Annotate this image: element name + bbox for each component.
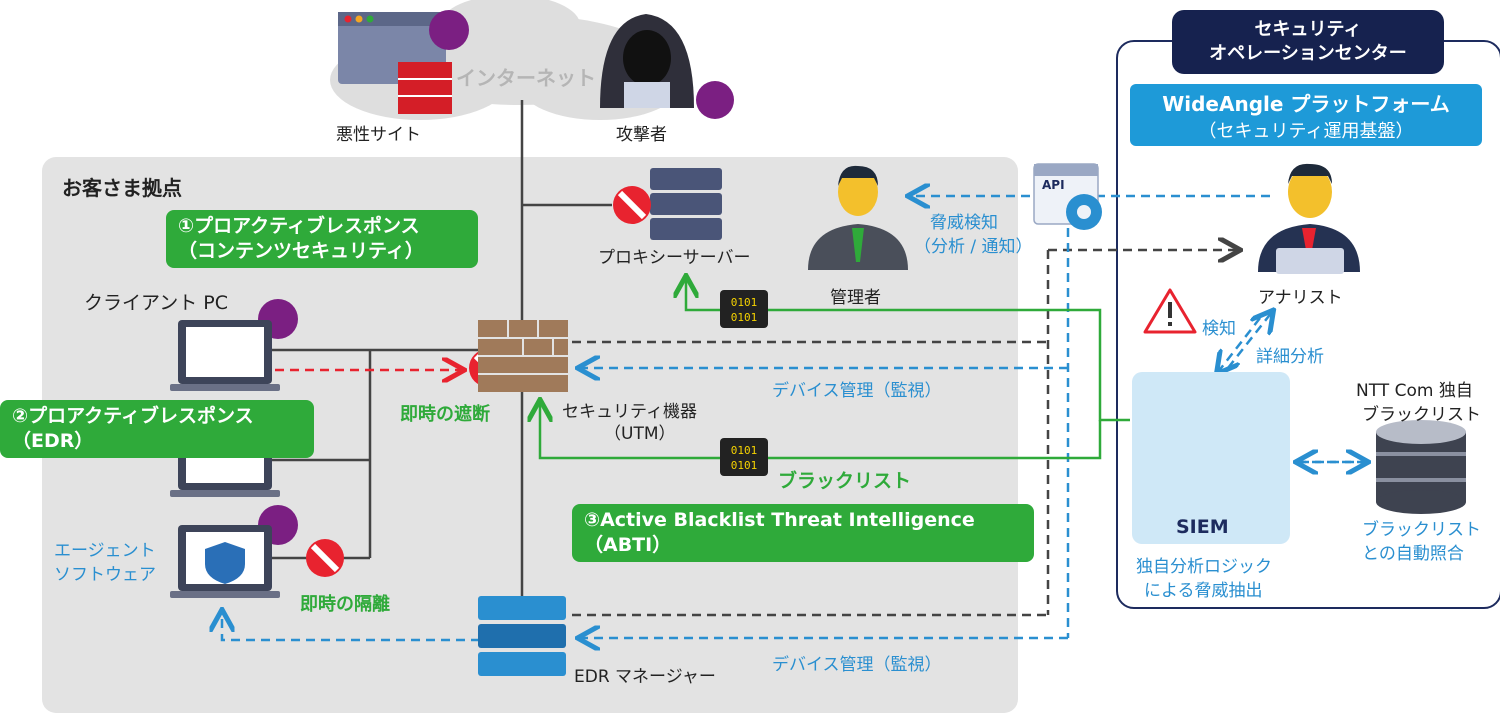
client-laptop-1 <box>170 320 280 391</box>
api-window-icon <box>1033 163 1102 230</box>
callout3-line2: （ABTI） <box>584 534 672 556</box>
detect-label: 検知 <box>1202 319 1236 339</box>
client-laptop-3 <box>170 525 280 598</box>
callout-proactive-edr: ②プロアクティブレスポンス （EDR） <box>0 400 314 458</box>
device-management-label-utm: デバイス管理（監視） <box>772 381 942 401</box>
proxy-server-icon <box>650 168 722 240</box>
admin-icon <box>808 165 908 270</box>
block-sign-proxy <box>613 186 651 224</box>
siem-box <box>1132 372 1290 544</box>
edr-manager-icon <box>478 596 566 676</box>
blacklist-label: ブラックリスト <box>778 470 912 492</box>
callout-proactive-content-security: ①プロアクティブレスポンス （コンテンツセキュリティ） <box>166 210 478 268</box>
auto-match-line1: ブラックリスト <box>1362 520 1481 540</box>
wideangle-platform: WideAngle プラットフォーム （セキュリティ運用基盤） <box>1130 84 1482 146</box>
callout3-line1: ③Active Blacklist Threat Intelligence <box>584 509 975 531</box>
detail-analysis-label: 詳細分析 <box>1256 347 1324 367</box>
binary-chip-top: 0101 0101 <box>720 290 768 328</box>
utm-label-line1: セキュリティ機器 <box>562 402 697 422</box>
threat-detection-label-line1: 脅威検知 <box>930 213 998 233</box>
svg-text:0101: 0101 <box>731 459 758 472</box>
auto-match-line2: との自動照合 <box>1362 544 1464 564</box>
callout-abti: ③Active Blacklist Threat Intelligence （A… <box>572 504 1034 562</box>
binary-chip-bottom: 0101 0101 <box>720 438 768 476</box>
analyst-label: アナリスト <box>1258 288 1343 308</box>
siem-label: SIEM <box>1176 516 1229 538</box>
platform-desc: （セキュリティ運用基盤） <box>1198 121 1414 142</box>
callout2-line2: （EDR） <box>12 430 94 452</box>
malicious-site-icon <box>338 12 452 114</box>
blacklist-database-icon <box>1376 420 1466 514</box>
svg-text:0101: 0101 <box>731 311 758 324</box>
immediate-block-label: 即時の遮断 <box>400 404 490 425</box>
ntt-blacklist-line2: ブラックリスト <box>1362 405 1481 425</box>
agent-label-line2: ソフトウェア <box>54 565 156 585</box>
malicious-site-label: 悪性サイト <box>336 125 421 145</box>
warning-icon <box>1143 288 1197 334</box>
utm-label-line2: （UTM） <box>604 424 676 444</box>
siem-desc-line1: 独自分析ロジック <box>1136 557 1272 577</box>
svg-text:0101: 0101 <box>731 444 758 457</box>
siem-desc-line2: による脅威抽出 <box>1144 581 1263 601</box>
attacker-icon <box>600 14 694 108</box>
block-sign-edr <box>306 539 344 577</box>
svg-text:0101: 0101 <box>731 296 758 309</box>
internet-label: インターネット <box>456 66 596 90</box>
analyst-icon <box>1258 163 1360 274</box>
device-management-label-edr: デバイス管理（監視） <box>772 655 942 675</box>
proxy-server-label: プロキシーサーバー <box>598 248 751 268</box>
platform-name: WideAngle プラットフォーム <box>1162 92 1450 116</box>
callout1-line2: （コンテンツセキュリティ） <box>178 240 424 262</box>
client-pc-label: クライアント PC <box>84 292 229 314</box>
customer-site-title: お客さま拠点 <box>62 176 182 200</box>
utm-firewall-icon <box>478 320 568 392</box>
threat-detection-label-line2: （分析 / 通知） <box>914 237 1033 257</box>
soc-title-line2: オペレーションセンター <box>1209 43 1407 64</box>
soc-title-line1: セキュリティ <box>1254 19 1362 40</box>
agent-label-line1: エージェント <box>54 541 156 561</box>
soc-title: セキュリティ オペレーションセンター <box>1172 10 1444 74</box>
api-label: API <box>1042 178 1065 192</box>
ntt-blacklist-line1: NTT Com 独自 <box>1356 381 1473 401</box>
admin-label: 管理者 <box>830 288 881 308</box>
callout1-line1: ①プロアクティブレスポンス <box>178 215 420 237</box>
callout2-line1: ②プロアクティブレスポンス <box>12 405 254 427</box>
edr-manager-label: EDR マネージャー <box>574 667 716 687</box>
immediate-isolation-label: 即時の隔離 <box>300 594 390 615</box>
attacker-label: 攻撃者 <box>616 125 667 145</box>
